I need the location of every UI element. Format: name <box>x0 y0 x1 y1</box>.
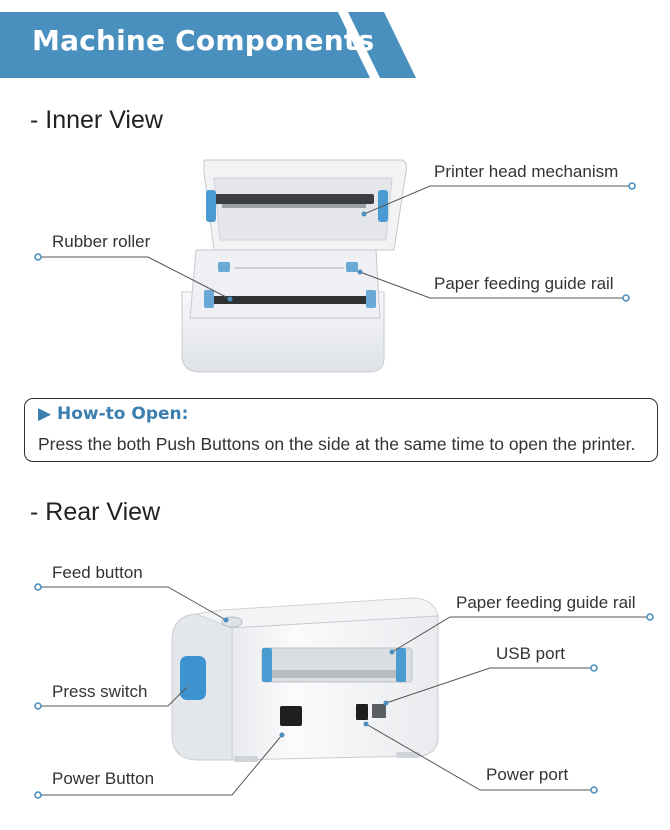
how-to-open-box <box>24 398 658 462</box>
label-press-switch: Press switch <box>52 682 148 701</box>
label-usb-port: USB port <box>496 644 565 663</box>
label-guide-rail-rear: Paper feeding guide rail <box>456 593 636 612</box>
label-power-button: Power Button <box>52 769 155 788</box>
rear-printer-illustration <box>171 597 439 762</box>
label-rubber-roller: Rubber roller <box>52 232 151 251</box>
header-banner <box>0 12 416 78</box>
inner-view-title: - Inner View <box>30 106 163 134</box>
page-title: Machine Components <box>32 24 375 57</box>
how-to-open-text: Press the both Push Buttons on the side … <box>38 434 636 454</box>
label-guide-rail-inner: Paper feeding guide rail <box>434 274 614 293</box>
rear-view-title: - Rear View <box>30 498 161 526</box>
label-printer-head: Printer head mechanism <box>434 162 619 181</box>
inner-printer-illustration <box>181 159 407 373</box>
how-to-open-title: ▶ How-to Open: <box>38 404 189 424</box>
label-power-port: Power port <box>486 765 569 784</box>
label-feed-button: Feed button <box>52 563 143 582</box>
